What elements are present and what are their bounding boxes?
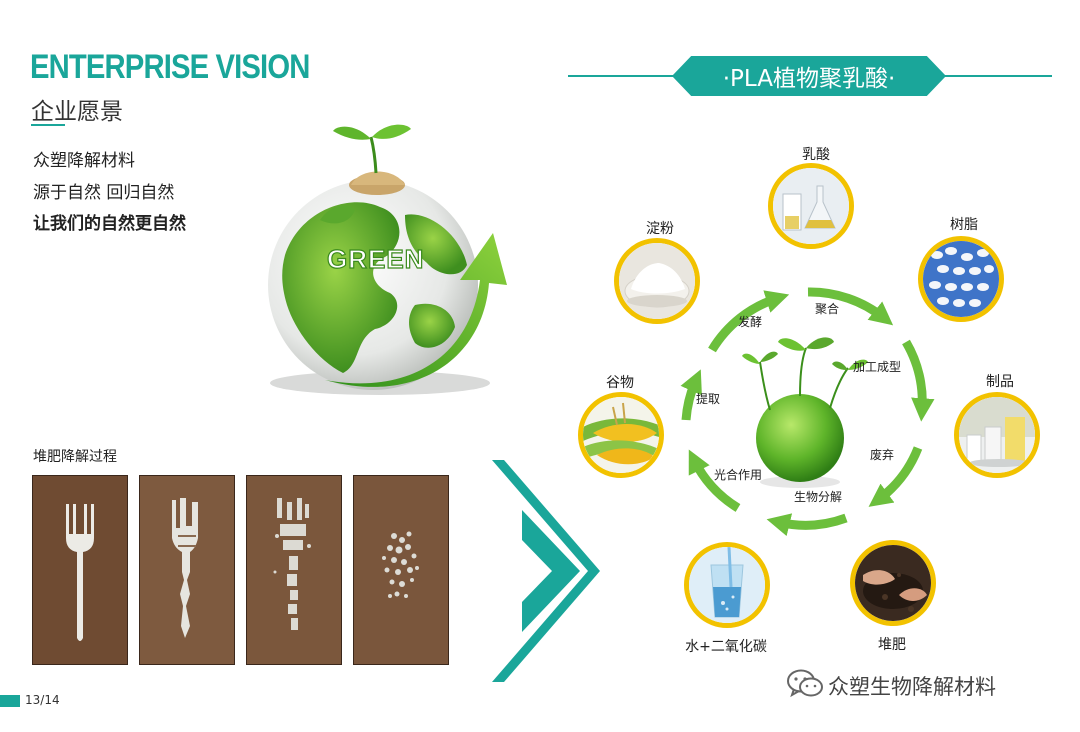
step-label-polymerize: 聚合 — [815, 302, 840, 316]
slogan-line-3: 让我们的自然更自然 — [33, 214, 186, 234]
node-label-starch: 淀粉 — [646, 221, 674, 237]
compost-stage-1-photo — [33, 476, 127, 664]
node-label-grain: 谷物 — [606, 375, 634, 391]
node-label-compost: 堆肥 — [878, 637, 906, 653]
step-label-ferment: 发酵 — [738, 315, 763, 329]
node-label-resin: 树脂 — [950, 217, 978, 233]
compost-stage-4-photo — [354, 476, 448, 664]
vision-title-en: ENTERPRISE VISION — [30, 48, 310, 86]
globe-label: GREEN — [327, 244, 424, 274]
compost-process-label: 堆肥降解过程 — [33, 449, 117, 465]
step-label-processing: 加工成型 — [853, 360, 902, 374]
step-label-discard: 废弃 — [870, 448, 895, 462]
node-label-lactic-acid: 乳酸 — [802, 147, 830, 163]
pla-title-banner: ·PLA植物聚乳酸· — [672, 56, 946, 96]
brand-name: 众塑生物降解材料 — [828, 675, 996, 699]
pla-header-line-left — [568, 75, 676, 77]
slogan-line-2: 源于自然 回归自然 — [33, 183, 175, 203]
pla-header-line-right — [942, 75, 1052, 77]
cycle-arrows — [680, 287, 935, 537]
vision-title-cn: 企业愿景 — [31, 99, 123, 125]
node-water-co2-image — [684, 542, 770, 628]
big-chevron-decoration — [492, 460, 600, 682]
node-compost-image — [850, 540, 936, 626]
node-lactic-acid-image — [768, 163, 854, 249]
node-resin-image — [918, 236, 1004, 322]
green-globe-image: GREEN — [268, 124, 507, 395]
node-label-products: 制品 — [986, 374, 1014, 390]
title-underline — [31, 124, 65, 126]
step-label-biodegrade: 生物分解 — [794, 490, 843, 504]
node-starch-image — [614, 238, 700, 324]
step-label-photosynthesis: 光合作用 — [714, 468, 763, 482]
page-number: 13/14 — [25, 693, 60, 707]
node-grain-image — [578, 392, 664, 478]
slogan-line-1: 众塑降解材料 — [33, 151, 135, 171]
node-products-image — [954, 392, 1040, 478]
compost-stage-3-photo — [247, 476, 341, 664]
page-number-marker — [0, 695, 20, 707]
step-label-extract: 提取 — [696, 392, 721, 406]
compost-stage-2-photo — [140, 476, 234, 664]
wechat-icon — [787, 669, 823, 698]
node-label-water-co2: 水+二氧化碳 — [685, 639, 767, 655]
